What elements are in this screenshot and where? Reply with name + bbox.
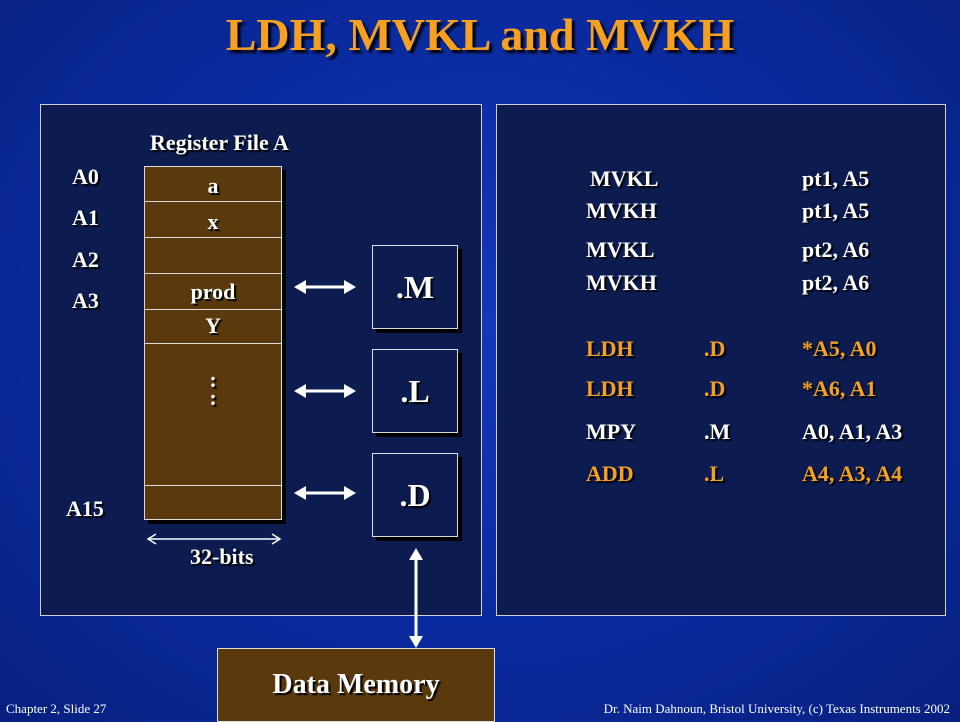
- footer-credit: Dr. Naim Dahnoun, Bristol University, (c…: [603, 701, 950, 716]
- register-cell-a1: x: [207, 209, 219, 234]
- vertical-bidirectional-arrow-icon: [409, 548, 423, 648]
- register-width-label: 32-bits: [190, 544, 254, 569]
- register-label-a15: A15: [66, 496, 104, 521]
- code-args: A0, A1, A3: [802, 419, 903, 444]
- unit-m: .M: [372, 245, 458, 329]
- code-op: MVKL: [590, 166, 659, 191]
- code-op: MPY: [586, 419, 637, 444]
- register-cell-a0: a: [207, 173, 219, 198]
- code-op: MVKH: [586, 270, 657, 295]
- code-args: pt1, A5: [802, 166, 870, 191]
- right-panel: [496, 104, 946, 616]
- code-args: pt2, A6: [802, 237, 870, 262]
- code-args: A4, A3, A4: [802, 461, 903, 486]
- register-label-a1: A1: [72, 205, 99, 230]
- register-divider: [145, 201, 281, 202]
- register-label-a3: A3: [72, 288, 99, 313]
- bidirectional-arrow-icon: [294, 384, 356, 398]
- register-divider: [145, 309, 281, 310]
- code-unit: .D: [704, 336, 726, 361]
- register-file: a x prod Y : :: [144, 166, 282, 520]
- register-cell-a3: prod: [190, 279, 236, 304]
- register-divider: [145, 237, 281, 238]
- register-label-a2: A2: [72, 247, 99, 272]
- code-op: LDH: [586, 376, 634, 401]
- code-args: pt2, A6: [802, 270, 870, 295]
- register-file-title: Register File A: [150, 130, 289, 155]
- code-unit: .L: [704, 461, 725, 486]
- register-divider: [145, 273, 281, 274]
- code-args: *A6, A1: [802, 376, 877, 401]
- width-arrow-icon: [146, 533, 282, 545]
- code-unit: .M: [704, 419, 731, 444]
- code-args: *A5, A0: [802, 336, 877, 361]
- code-op: LDH: [586, 336, 634, 361]
- data-memory: Data Memory: [217, 648, 495, 722]
- register-divider: [145, 485, 281, 486]
- register-divider: [145, 343, 281, 344]
- register-label-a0: A0: [72, 164, 99, 189]
- footer-slide-number: Chapter 2, Slide 27: [6, 701, 107, 716]
- register-cell-a4: Y: [205, 313, 221, 338]
- bidirectional-arrow-icon: [294, 486, 356, 500]
- code-op: MVKH: [586, 198, 657, 223]
- code-args: pt1, A5: [802, 198, 870, 223]
- unit-l: .L: [372, 349, 458, 433]
- bidirectional-arrow-icon: [294, 280, 356, 294]
- slide-title: LDH, MVKL and MVKH: [225, 9, 735, 60]
- register-ellipsis: : :: [209, 367, 217, 410]
- unit-d: .D: [372, 453, 458, 537]
- code-op: ADD: [586, 461, 634, 486]
- code-op: MVKL: [586, 237, 655, 262]
- code-unit: .D: [704, 376, 726, 401]
